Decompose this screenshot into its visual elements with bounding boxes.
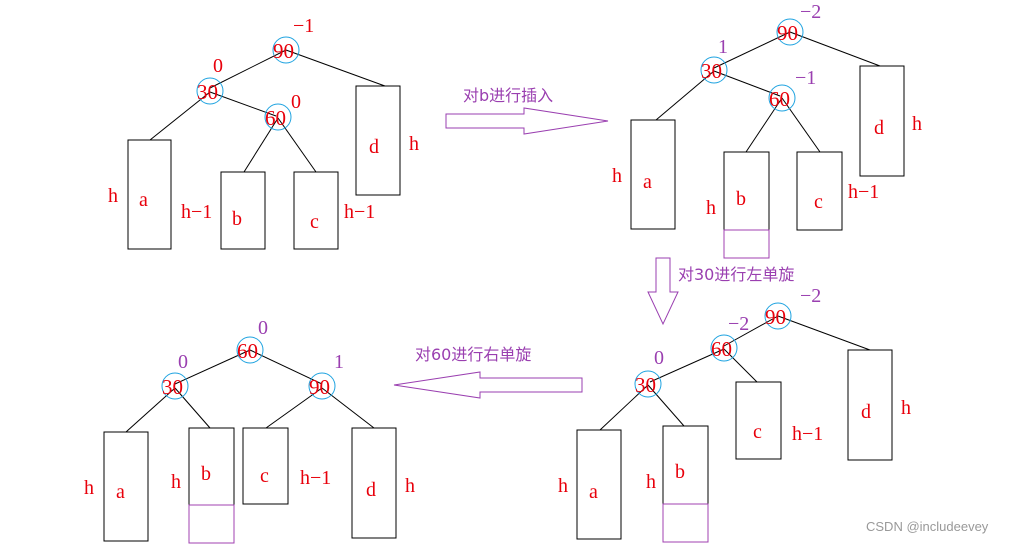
bf-90: −1 [293, 15, 314, 37]
height-a: h [612, 165, 622, 187]
label-c: c [260, 465, 269, 487]
height-a: h [84, 477, 94, 499]
step-label-right-rotation: 对60进行右单旋 [415, 345, 531, 364]
node-60: 60 [711, 337, 732, 361]
label-b: b [675, 461, 685, 483]
subtree-d [355, 85, 401, 196]
subtree-d [859, 65, 905, 177]
subtree-b [188, 427, 235, 506]
bf-90: −2 [800, 285, 821, 307]
node-circle-90 [308, 372, 336, 400]
height-d: h [405, 475, 415, 497]
label-a: a [116, 481, 125, 503]
watermark: CSDN @includeevey [866, 519, 989, 534]
label-b: b [201, 463, 211, 485]
subtree-b [723, 151, 770, 231]
label-c: c [310, 211, 319, 233]
subtree-b-inserted [662, 503, 709, 543]
arrow-right-rotation: 对60进行右单旋 [393, 345, 583, 399]
node-30: 30 [162, 375, 183, 399]
height-d: h [901, 397, 911, 419]
tree-after-insert: 90 30 60 −2 1 −1 a b c d h h h−1 h [612, 1, 922, 259]
node-circle-30 [196, 77, 224, 105]
height-b: h [646, 471, 656, 493]
subtree-b-inserted [188, 504, 235, 544]
node-circle-60 [768, 84, 796, 112]
bf-90: −2 [800, 1, 821, 23]
height-b: h [706, 197, 716, 219]
step-label-left-rotation: 对30进行左单旋 [678, 265, 794, 284]
node-circle-60 [264, 103, 292, 131]
node-30: 30 [197, 80, 218, 104]
tree-after-right-rotation: 60 30 90 0 0 1 a b c d h h h−1 h [84, 317, 415, 544]
label-d: d [366, 479, 376, 501]
node-circle-90 [776, 18, 804, 46]
node-60: 60 [237, 339, 258, 363]
subtree-d [847, 349, 893, 461]
node-30: 30 [701, 59, 722, 83]
label-a: a [589, 481, 598, 503]
subtree-a [127, 139, 172, 250]
subtree-c [735, 381, 782, 460]
bf-60: −2 [728, 313, 749, 335]
label-c: c [753, 421, 762, 443]
bf-60: −1 [795, 67, 816, 89]
node-circle-30 [700, 56, 728, 84]
node-circle-60 [236, 336, 264, 364]
subtree-b [662, 425, 709, 505]
height-d: h [409, 133, 419, 155]
height-d: h [912, 113, 922, 135]
height-c: h−1 [344, 201, 375, 223]
subtree-a [630, 119, 676, 230]
tree-after-left-rotation: 90 60 30 −2 −2 0 a b c d h h h−1 h [558, 285, 911, 543]
height-c: h−1 [792, 423, 823, 445]
label-d: d [369, 136, 379, 158]
subtree-b-inserted [723, 229, 770, 259]
node-60: 60 [769, 87, 790, 111]
height-b: h [171, 471, 181, 493]
arrow-left-rotation: 对30进行左单旋 [647, 257, 794, 326]
height-b: h−1 [181, 201, 212, 223]
bf-30: 0 [178, 351, 188, 373]
bf-30: 0 [654, 347, 664, 369]
label-a: a [643, 171, 652, 193]
label-c: c [814, 191, 823, 213]
node-circle-60 [710, 334, 738, 362]
node-90: 90 [309, 375, 330, 399]
arrow-insert: 对b进行插入 [445, 86, 609, 135]
node-90: 90 [777, 21, 798, 45]
label-d: d [861, 401, 871, 423]
node-circle-90 [272, 36, 300, 64]
bf-30: 1 [718, 36, 728, 58]
node-30: 30 [635, 373, 656, 397]
subtree-c [293, 171, 339, 250]
bf-90: 1 [334, 351, 344, 373]
label-b: b [232, 208, 242, 230]
node-circle-90 [764, 302, 792, 330]
subtree-a [576, 429, 622, 540]
subtree-c [242, 427, 289, 505]
height-a: h [108, 185, 118, 207]
label-b: b [736, 188, 746, 210]
label-a: a [139, 189, 148, 211]
node-90: 90 [273, 39, 294, 63]
height-a: h [558, 475, 568, 497]
bf-30: 0 [213, 55, 223, 77]
subtree-d [351, 427, 397, 539]
label-d: d [874, 117, 884, 139]
height-c: h−1 [848, 181, 879, 203]
subtree-c [796, 151, 843, 231]
bf-60: 0 [258, 317, 268, 339]
subtree-a [103, 431, 149, 542]
node-circle-30 [634, 370, 662, 398]
height-c: h−1 [300, 467, 331, 489]
step-label-insert: 对b进行插入 [463, 86, 553, 105]
node-60: 60 [265, 106, 286, 130]
tree-before-insert: 90 30 60 −1 0 0 a b c d h h−1 h−1 h [108, 15, 419, 250]
node-circle-30 [161, 372, 189, 400]
bf-60: 0 [291, 91, 301, 113]
node-90: 90 [765, 305, 786, 329]
subtree-b [220, 171, 266, 250]
